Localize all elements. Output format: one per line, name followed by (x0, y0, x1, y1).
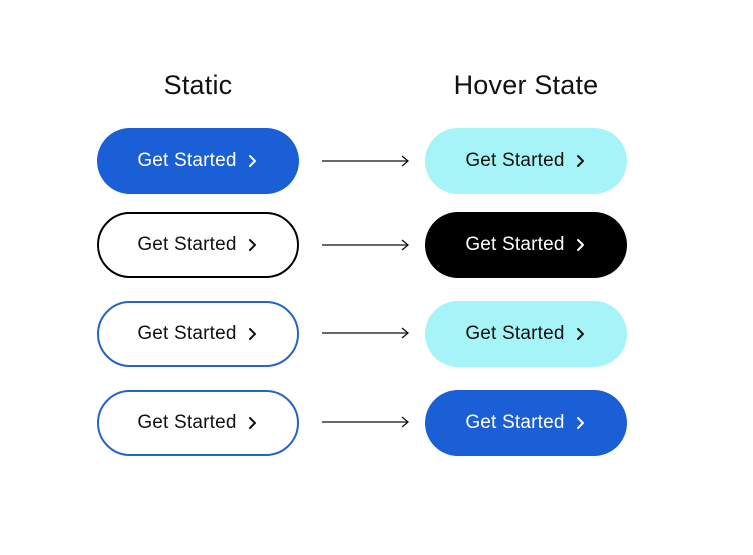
chevron-right-icon (247, 154, 259, 168)
button-label: Get Started (137, 234, 237, 255)
get-started-button-static-3[interactable]: Get Started (97, 301, 299, 367)
chevron-right-icon (247, 416, 259, 430)
arrow-right-icon (322, 416, 412, 428)
get-started-button-hover-3[interactable]: Get Started (425, 301, 627, 367)
get-started-button-hover-1[interactable]: Get Started (425, 128, 627, 194)
static-heading: Static (163, 70, 233, 100)
button-label: Get Started (465, 150, 565, 171)
button-label: Get Started (137, 150, 237, 171)
arrow-right-icon (322, 155, 412, 167)
hover-state-heading: Hover State (453, 70, 599, 100)
arrow-right-icon (322, 327, 412, 339)
chevron-right-icon (575, 238, 587, 252)
get-started-button-hover-4[interactable]: Get Started (425, 390, 627, 456)
get-started-button-static-1[interactable]: Get Started (97, 128, 299, 194)
button-label: Get Started (465, 234, 565, 255)
get-started-button-static-2[interactable]: Get Started (97, 212, 299, 278)
get-started-button-hover-2[interactable]: Get Started (425, 212, 627, 278)
chevron-right-icon (247, 238, 259, 252)
chevron-right-icon (575, 416, 587, 430)
get-started-button-static-4[interactable]: Get Started (97, 390, 299, 456)
chevron-right-icon (575, 154, 587, 168)
button-label: Get Started (137, 412, 237, 433)
button-label: Get Started (465, 412, 565, 433)
chevron-right-icon (575, 327, 587, 341)
button-label: Get Started (137, 323, 237, 344)
button-label: Get Started (465, 323, 565, 344)
chevron-right-icon (247, 327, 259, 341)
arrow-right-icon (322, 239, 412, 251)
